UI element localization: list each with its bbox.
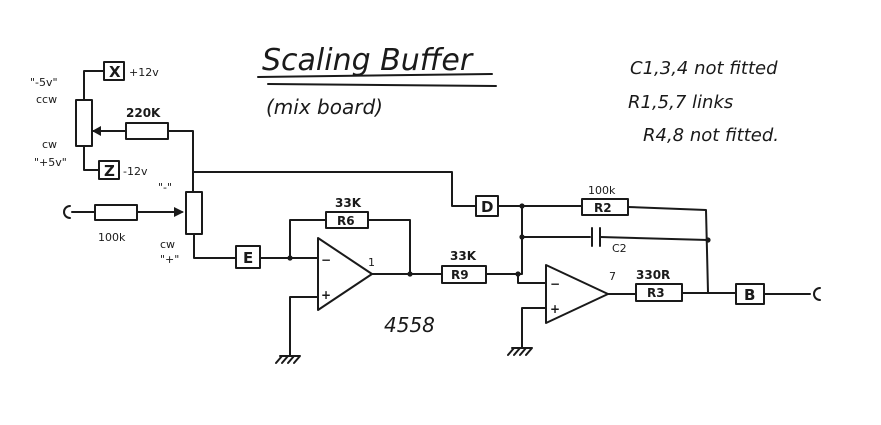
pot-bottom-dir-label: cw [42,138,57,151]
note-line-3: R4,8 not fitted. [643,125,779,146]
capacitor-c2 [591,227,601,247]
opamp-1: − + 1 33K R6 4558 [275,196,443,364]
resistor-220k-label: 220K [126,106,161,120]
opamp-1-triangle [317,237,373,311]
opamp-1-pin: 1 [368,256,375,269]
note-line-1: C1,3,4 not fitted [630,58,778,79]
resistor-input [94,204,138,221]
pot-top-dir-label: ccw [36,93,57,106]
pot-wiper-plus-label: "+" [160,253,179,266]
offset-pot-wiper-arrow [92,126,101,136]
ground-1-icon [275,355,301,364]
capacitor-c2-name: C2 [612,242,627,255]
opamp-2-minus: − [550,277,560,291]
resistor-r9-value: 33K [450,249,477,263]
opamp-2-pin: 7 [609,270,616,283]
schematic-subtitle: (mix board) [266,95,383,119]
connector-x-label: X [109,63,121,81]
resistor-r3-name: R3 [647,286,665,300]
input-stage: 100k "-" cw "+" [63,181,237,266]
resistor-input-label: 100k [98,231,126,244]
wire-to-d [192,171,477,207]
title-underline [257,73,493,78]
resistor-r6-value: 33K [335,196,362,210]
note-line-2: R1,5,7 links [628,92,733,113]
pot-bottom-range-label: "+5v" [34,156,67,169]
resistor-220k [125,122,169,140]
input-jack [63,205,71,219]
connector-z-box [98,160,120,180]
pot-wiper-minus-label: "-" [158,181,172,194]
connector-d-label: D [481,198,493,216]
offset-pot-body [75,99,93,147]
connector-z-label: Z [104,162,115,180]
pot-top-range-label: "-5v" [30,76,58,89]
opamp-1-minus: − [321,253,331,267]
resistor-r2-name: R2 [594,201,612,215]
output-jack [813,287,821,301]
resistor-r2-value: 100k [588,184,616,197]
title-underline-2 [267,83,497,87]
level-pot-body [185,191,203,235]
ground-2-icon [507,347,533,356]
resistor-r9-name: R9 [451,268,469,282]
schematic-title: Scaling Buffer [262,43,474,78]
supply-pos-label: +12v [129,66,159,79]
offset-pot: X +12v Z -12v "-5v" ccw cw "+5v" 220K [30,61,194,193]
opamp-1-plus: + [321,288,331,302]
supply-neg-label: -12v [123,165,148,178]
opamp-part-number: 4558 [384,313,435,337]
opamp-2: − + 7 [507,203,616,356]
connector-e-label: E [243,249,253,267]
opamp-2-triangle [545,264,609,324]
pot-cw2-label: cw [160,238,175,251]
resistor-r6-name: R6 [337,214,355,228]
resistor-r3-value: 330R [636,268,670,282]
opamp-2-plus: + [550,302,560,316]
connector-b-label: B [744,286,755,304]
